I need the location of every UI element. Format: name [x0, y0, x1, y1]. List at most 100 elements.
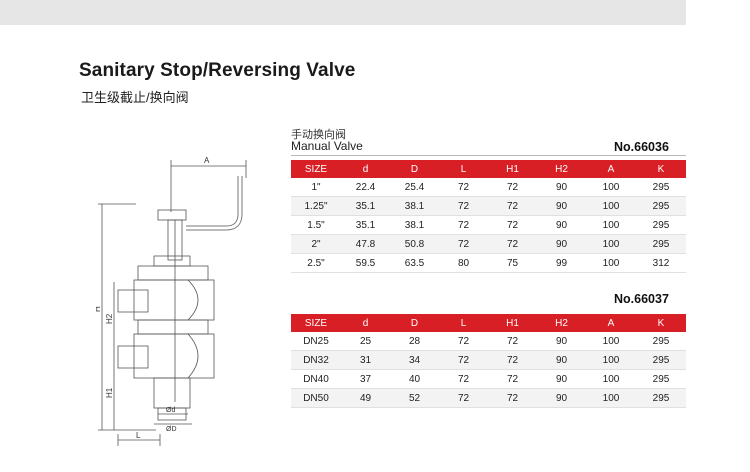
table-cell: 100 — [586, 234, 636, 254]
header-cell: D — [390, 314, 439, 332]
header-cell: L — [439, 160, 488, 178]
table-row: DN25 25 28 72 72 90 100 295 — [291, 332, 686, 351]
table-cell: 72 — [488, 369, 537, 389]
table-cell: 72 — [488, 388, 537, 408]
dim-d: Ød — [166, 407, 175, 414]
valve-drawing: A H H2 H1 Ød ØD L — [96, 156, 247, 446]
table-cell: 1.5" — [291, 215, 341, 235]
header-cell: d — [341, 314, 390, 332]
table-cell: 59.5 — [341, 253, 390, 273]
table-cell: DN40 — [291, 369, 341, 389]
table-cell: 35.1 — [341, 196, 390, 216]
table-cell: 100 — [586, 196, 636, 216]
table-cell: 295 — [636, 350, 686, 370]
table-cell: 25 — [341, 332, 390, 351]
table-cell: 100 — [586, 350, 636, 370]
table-cell: 295 — [636, 369, 686, 389]
table-cell: 100 — [586, 215, 636, 235]
table-cell: 100 — [586, 369, 636, 389]
table-row: 1.25" 35.1 38.1 72 72 90 100 295 — [291, 196, 686, 216]
model-number-66037: No.66037 — [614, 292, 669, 306]
table-cell: 72 — [439, 178, 488, 197]
table-cell: DN32 — [291, 350, 341, 370]
table-cell: 100 — [586, 388, 636, 408]
dim-D: ØD — [166, 426, 177, 433]
table-row: 2.5" 59.5 63.5 80 75 99 100 312 — [291, 253, 686, 273]
table-cell: 80 — [439, 253, 488, 273]
header-cell: d — [341, 160, 390, 178]
table-cell: 40 — [390, 369, 439, 389]
table-cell: 1.25" — [291, 196, 341, 216]
table-cell: 295 — [636, 196, 686, 216]
table-cell: 100 — [586, 332, 636, 351]
table-row: 1" 22.4 25.4 72 72 90 100 295 — [291, 178, 686, 197]
page-title: Sanitary Stop/Reversing Valve — [79, 60, 356, 81]
table-cell: 295 — [636, 215, 686, 235]
header-cell: SIZE — [291, 314, 341, 332]
table-cell: 72 — [488, 196, 537, 216]
table-cell: 90 — [537, 196, 586, 216]
table-cell: 295 — [636, 332, 686, 351]
table-cell: DN25 — [291, 332, 341, 351]
header-cell: H1 — [488, 314, 537, 332]
table-cell: 312 — [636, 253, 686, 273]
table-cell: 72 — [488, 215, 537, 235]
divider — [291, 155, 686, 156]
table-cell: 38.1 — [390, 215, 439, 235]
table-cell: 72 — [488, 178, 537, 197]
table-cell: 34 — [390, 350, 439, 370]
dim-H: H — [96, 306, 102, 312]
header-cell: D — [390, 160, 439, 178]
spec-table-66037: SIZE d D L H1 H2 A K DN25 25 28 72 72 90… — [291, 314, 686, 408]
table-cell: 90 — [537, 234, 586, 254]
table-cell: 28 — [390, 332, 439, 351]
table-cell: 25.4 — [390, 178, 439, 197]
table-cell: 90 — [537, 388, 586, 408]
model-number-66036: No.66036 — [614, 140, 669, 154]
table-row: 2" 47.8 50.8 72 72 90 100 295 — [291, 234, 686, 254]
table-cell: 75 — [488, 253, 537, 273]
table-cell: 90 — [537, 369, 586, 389]
table-cell: 49 — [341, 388, 390, 408]
table-cell: 72 — [488, 234, 537, 254]
table-cell: 35.1 — [341, 215, 390, 235]
table-cell: 72 — [488, 350, 537, 370]
table-cell: 90 — [537, 350, 586, 370]
header-cell: H2 — [537, 314, 586, 332]
table-header-row: SIZE d D L H1 H2 A K — [291, 160, 686, 178]
header-cell: A — [586, 314, 636, 332]
table-cell: 72 — [439, 215, 488, 235]
table-cell: 38.1 — [390, 196, 439, 216]
table-cell: 72 — [439, 196, 488, 216]
table-cell: 295 — [636, 388, 686, 408]
header-cell: K — [636, 314, 686, 332]
table-cell: 100 — [586, 178, 636, 197]
table-cell: 72 — [439, 369, 488, 389]
table-cell: 100 — [586, 253, 636, 273]
header-cell: L — [439, 314, 488, 332]
dim-H1: H1 — [105, 387, 114, 398]
page-subtitle: 卫生级截止/换向阀 — [81, 90, 189, 105]
table-cell: 50.8 — [390, 234, 439, 254]
table-cell: 1" — [291, 178, 341, 197]
table-cell: 72 — [488, 332, 537, 351]
table-row: DN32 31 34 72 72 90 100 295 — [291, 350, 686, 370]
table-cell: 37 — [341, 369, 390, 389]
table-cell: 52 — [390, 388, 439, 408]
table-cell: 72 — [439, 332, 488, 351]
top-banner — [0, 0, 686, 25]
table-row: 1.5" 35.1 38.1 72 72 90 100 295 — [291, 215, 686, 235]
table-cell: DN50 — [291, 388, 341, 408]
header-cell: H1 — [488, 160, 537, 178]
table-cell: 22.4 — [341, 178, 390, 197]
table-cell: 2" — [291, 234, 341, 254]
dim-L: L — [136, 431, 141, 440]
table-cell: 72 — [439, 350, 488, 370]
table-cell: 72 — [439, 388, 488, 408]
table-cell: 47.8 — [341, 234, 390, 254]
table-cell: 63.5 — [390, 253, 439, 273]
table-row: DN50 49 52 72 72 90 100 295 — [291, 388, 686, 408]
header-cell: H2 — [537, 160, 586, 178]
caption-chinese: 手动换向阀 — [291, 129, 346, 141]
table-row: DN40 37 40 72 72 90 100 295 — [291, 369, 686, 389]
